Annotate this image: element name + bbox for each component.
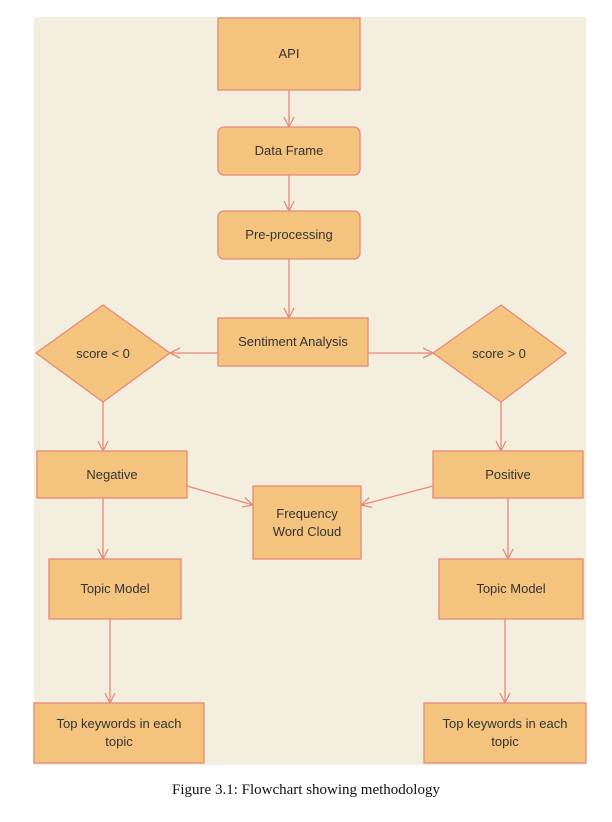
node-score-positive-label: score > 0 [472, 346, 526, 361]
node-preprocessing: Pre-processing [217, 210, 361, 260]
node-keywords-pos-line1: Top keywords in each [442, 716, 567, 731]
node-keywords-neg-line1: Top keywords in each [56, 716, 181, 731]
node-score-negative: score < 0 [34, 304, 172, 403]
node-frequency-line2: Word Cloud [273, 524, 341, 539]
node-negative: Negative [36, 450, 188, 499]
node-sentiment-analysis: Sentiment Analysis [217, 317, 369, 367]
node-api-label: API [279, 46, 300, 61]
node-keywords-negative: Top keywords in each topic [33, 702, 205, 764]
edges [103, 90, 508, 703]
node-topic-neg-label: Topic Model [80, 581, 149, 596]
node-topic-model-positive: Topic Model [438, 558, 584, 620]
node-data-frame: Data Frame [217, 126, 361, 176]
node-topic-model-negative: Topic Model [48, 558, 182, 620]
node-keywords-neg-line2: topic [105, 734, 133, 749]
node-keywords-positive: Top keywords in each topic [423, 702, 587, 764]
node-api: API [217, 17, 361, 91]
node-score-negative-label: score < 0 [76, 346, 130, 361]
node-frequency-word-cloud: Frequency Word Cloud [252, 485, 362, 560]
node-positive: Positive [432, 450, 584, 499]
node-positive-label: Positive [485, 467, 531, 482]
figure-caption: Figure 3.1: Flowchart showing methodolog… [172, 782, 440, 798]
node-data-frame-label: Data Frame [255, 143, 324, 158]
node-sentiment-label: Sentiment Analysis [238, 334, 348, 349]
node-preprocessing-label: Pre-processing [245, 227, 332, 242]
node-negative-label: Negative [86, 467, 137, 482]
node-keywords-pos-line2: topic [491, 734, 519, 749]
node-score-positive: score > 0 [431, 304, 568, 403]
node-frequency-line1: Frequency [276, 506, 338, 521]
node-topic-pos-label: Topic Model [476, 581, 545, 596]
edge-positive-frequency [361, 485, 434, 505]
edge-negative-frequency [186, 485, 253, 505]
